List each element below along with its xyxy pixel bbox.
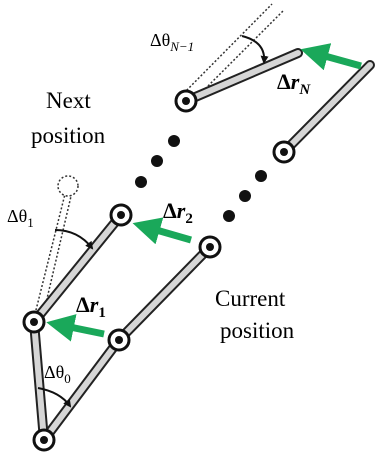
joints bbox=[22, 89, 296, 452]
thetan-label: ΔθN−1 bbox=[150, 30, 194, 54]
next-position-label-line2: position bbox=[31, 123, 106, 148]
arrow-r1-icon bbox=[46, 314, 105, 342]
current-position-links bbox=[39, 60, 375, 445]
current-position-label-line1: Current bbox=[215, 286, 286, 311]
ghost-link-1 bbox=[33, 189, 67, 319]
next-link-n-fill bbox=[183, 50, 301, 104]
next-dot-3 bbox=[135, 176, 147, 188]
angle-arcs bbox=[37, 35, 269, 408]
arrow-rn-icon bbox=[300, 43, 362, 71]
joint-next-1 bbox=[22, 310, 46, 334]
next-link-1-fill bbox=[31, 212, 124, 325]
next-position-label-line1: Next bbox=[46, 88, 91, 113]
joint-base bbox=[32, 428, 56, 452]
joint-next-n bbox=[174, 89, 198, 113]
theta0-label: Δθ0 bbox=[44, 362, 71, 386]
ellipsis-dots bbox=[135, 135, 267, 222]
arrow-r2-icon bbox=[132, 217, 192, 245]
theta1-label: Δθ1 bbox=[7, 206, 34, 230]
next-position-links bbox=[29, 48, 303, 445]
current-dot-1 bbox=[255, 170, 267, 182]
arc-thetan-icon bbox=[241, 35, 269, 64]
rn-label: ΔrN bbox=[277, 69, 311, 98]
displacement-arrows bbox=[46, 43, 362, 342]
joint-current-1 bbox=[107, 328, 131, 352]
next-dot-1 bbox=[168, 135, 180, 147]
current-position-label-line2: position bbox=[220, 318, 295, 343]
current-link-n-fill bbox=[281, 62, 373, 155]
joint-current-2 bbox=[198, 235, 222, 259]
joint-current-n bbox=[272, 140, 296, 164]
arc-theta1-icon bbox=[54, 229, 94, 250]
current-link-2-fill bbox=[116, 244, 213, 343]
ghost-joint-1 bbox=[57, 175, 79, 197]
joint-next-2 bbox=[109, 203, 133, 227]
current-dot-3 bbox=[223, 210, 235, 222]
r2-label: Δr2 bbox=[163, 198, 193, 227]
next-link-0-fill bbox=[31, 319, 47, 443]
current-link-1-fill bbox=[41, 337, 122, 443]
next-dot-2 bbox=[151, 155, 163, 167]
current-dot-2 bbox=[239, 190, 251, 202]
ghost-link-n bbox=[180, 3, 273, 97]
r1-label: Δr1 bbox=[76, 292, 106, 321]
arc-theta0-icon bbox=[37, 387, 72, 408]
